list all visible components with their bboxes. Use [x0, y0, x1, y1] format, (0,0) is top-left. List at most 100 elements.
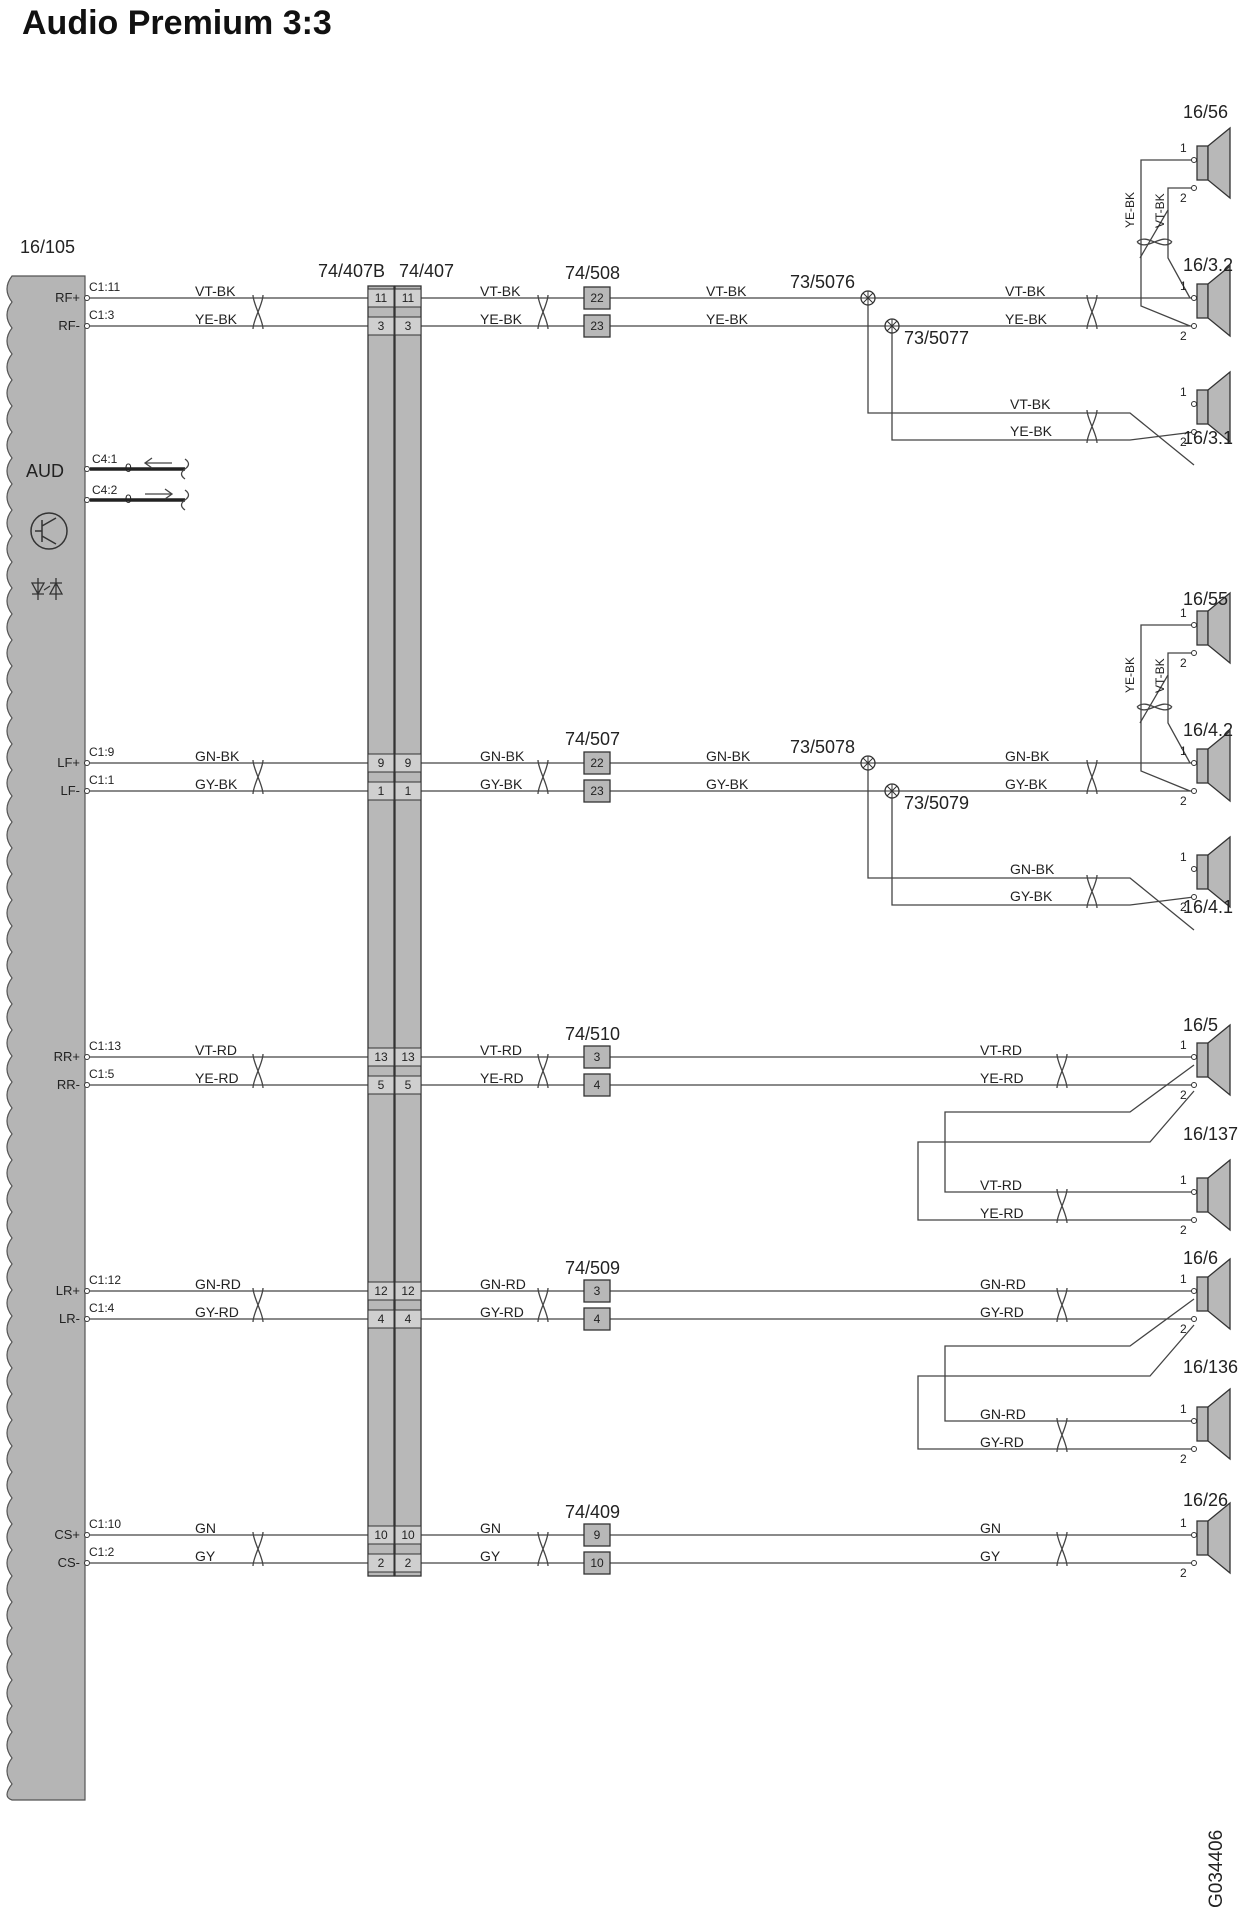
speaker-terminal [1191, 650, 1197, 656]
speaker-id: 16/56 [1183, 102, 1228, 122]
wire-color-label: GN-BK [195, 748, 240, 764]
wire [1167, 675, 1191, 764]
connector-pin-cell [394, 1309, 422, 1329]
connector-pin-number: 4 [405, 1312, 412, 1326]
mid-connector-pin-number: 22 [590, 756, 604, 770]
mid-connector-label: 74/508 [565, 263, 620, 283]
aud-label: AUD [26, 461, 64, 481]
pin-terminal [84, 466, 90, 472]
connector-pin-cell [394, 1525, 422, 1545]
wire [1139, 187, 1194, 259]
mid-connector-pin-number: 10 [590, 1556, 604, 1570]
speaker-cone [1207, 1158, 1231, 1232]
speaker-pin-label: 2 [1180, 1566, 1187, 1580]
mid-connector-pin-cell [583, 314, 611, 338]
mid-connector-pin-number: 3 [594, 1050, 601, 1064]
speaker-id: 16/137 [1183, 1124, 1238, 1144]
pin-terminal [84, 788, 90, 794]
speaker-magnet [1196, 389, 1209, 425]
connector-pin-number: 9 [405, 756, 412, 770]
mid-connector-pin-number: 23 [590, 319, 604, 333]
connector-pin-cell [394, 1281, 422, 1301]
speaker-terminal [1191, 429, 1197, 435]
speaker-id: 16/136 [1183, 1357, 1238, 1377]
bus-break [180, 458, 190, 480]
wire-color-label: GN-RD [480, 1276, 526, 1292]
wire-color-label: GY-RD [195, 1304, 239, 1320]
wire-color-label: GN-RD [195, 1276, 241, 1292]
wire-color-label: VT-BK [1153, 658, 1167, 693]
wire-color-label: GY [980, 1548, 1001, 1564]
wire-color-label: VT-RD [195, 1042, 237, 1058]
connector-pin-cell [394, 1553, 422, 1573]
speaker-terminal [1191, 185, 1197, 191]
pin-label: C1:4 [89, 1301, 115, 1315]
connector-pin-number: 3 [378, 319, 385, 333]
speaker-pin-label: 2 [1180, 900, 1187, 914]
speaker-cone [1207, 835, 1231, 909]
speaker-pin-label: 2 [1180, 329, 1187, 343]
splice-label: 73/5076 [790, 272, 855, 292]
speaker-terminal [1191, 760, 1197, 766]
bus-zero-label: 0 [125, 461, 132, 475]
bus-arrow [143, 457, 172, 469]
wire-color-label: YE-RD [980, 1205, 1024, 1221]
signal-label: LR+ [56, 1283, 80, 1298]
twisted-pair-marker [1086, 759, 1098, 795]
mid-connector-label: 74/507 [565, 729, 620, 749]
twisted-pair-marker [252, 1053, 264, 1089]
connector-pin-cell [394, 1047, 422, 1067]
connector-pin-cell [367, 781, 395, 801]
wire-color-label: VT-BK [706, 283, 747, 299]
mid-connector-pin-cell [583, 286, 611, 310]
wire-color-label: YE-RD [980, 1070, 1024, 1086]
bus-zero-label: 0 [125, 492, 132, 506]
mid-connector-pin-number: 4 [594, 1078, 601, 1092]
speaker-magnet [1196, 1276, 1209, 1312]
pin-terminal [84, 1082, 90, 1088]
mid-connector-pin-cell [583, 1279, 611, 1303]
connector-pin-cell [367, 1047, 395, 1067]
connector-pin-number: 13 [374, 1050, 388, 1064]
connector-pin-number: 13 [401, 1050, 415, 1064]
connector-pin-cell [367, 1281, 395, 1301]
speaker-terminal [1191, 622, 1197, 628]
pin-label: C1:5 [89, 1067, 115, 1081]
transistor-symbol [35, 517, 57, 545]
speaker-pin-label: 1 [1180, 279, 1187, 293]
page-title: Audio Premium 3:3 [22, 4, 332, 42]
speaker-terminal [1191, 157, 1197, 163]
wire-color-label: YE-BK [480, 311, 523, 327]
wire [1140, 624, 1194, 792]
wire [917, 1090, 1195, 1221]
mid-connector-pin-cell [583, 1523, 611, 1547]
connector-pin-number: 5 [405, 1078, 412, 1092]
speaker-terminal [1191, 323, 1197, 329]
connector-pin-number: 12 [374, 1284, 388, 1298]
figure-id: G034406 [1206, 1830, 1227, 1908]
speaker-terminal [1191, 1288, 1197, 1294]
connector-pin-cell [394, 781, 422, 801]
connector-pin-cell [367, 316, 395, 336]
speaker-terminal [1191, 401, 1197, 407]
speaker-id: 16/6 [1183, 1248, 1218, 1268]
speaker-terminal [1191, 788, 1197, 794]
bus-break [180, 489, 190, 511]
wire-color-label: VT-RD [980, 1042, 1022, 1058]
pin-label: C1:3 [89, 308, 115, 322]
twisted-pair-marker [537, 759, 549, 795]
wire [917, 1324, 1195, 1450]
wire-color-label: GN [980, 1520, 1001, 1536]
pin-terminal [84, 1288, 90, 1294]
mid-connector-label: 74/509 [565, 1258, 620, 1278]
pin-label: C1:12 [89, 1273, 121, 1287]
pin-terminal [84, 760, 90, 766]
wire-color-label: GN-BK [1010, 861, 1055, 877]
speaker-pin-label: 2 [1180, 435, 1187, 449]
twisted-pair-marker [1136, 238, 1173, 246]
speaker-terminal [1191, 894, 1197, 900]
twisted-pair-marker [1086, 294, 1098, 330]
twisted-pair-marker [1086, 409, 1098, 444]
pin-label: C1:1 [89, 773, 115, 787]
wire-color-label: YE-BK [1010, 423, 1053, 439]
